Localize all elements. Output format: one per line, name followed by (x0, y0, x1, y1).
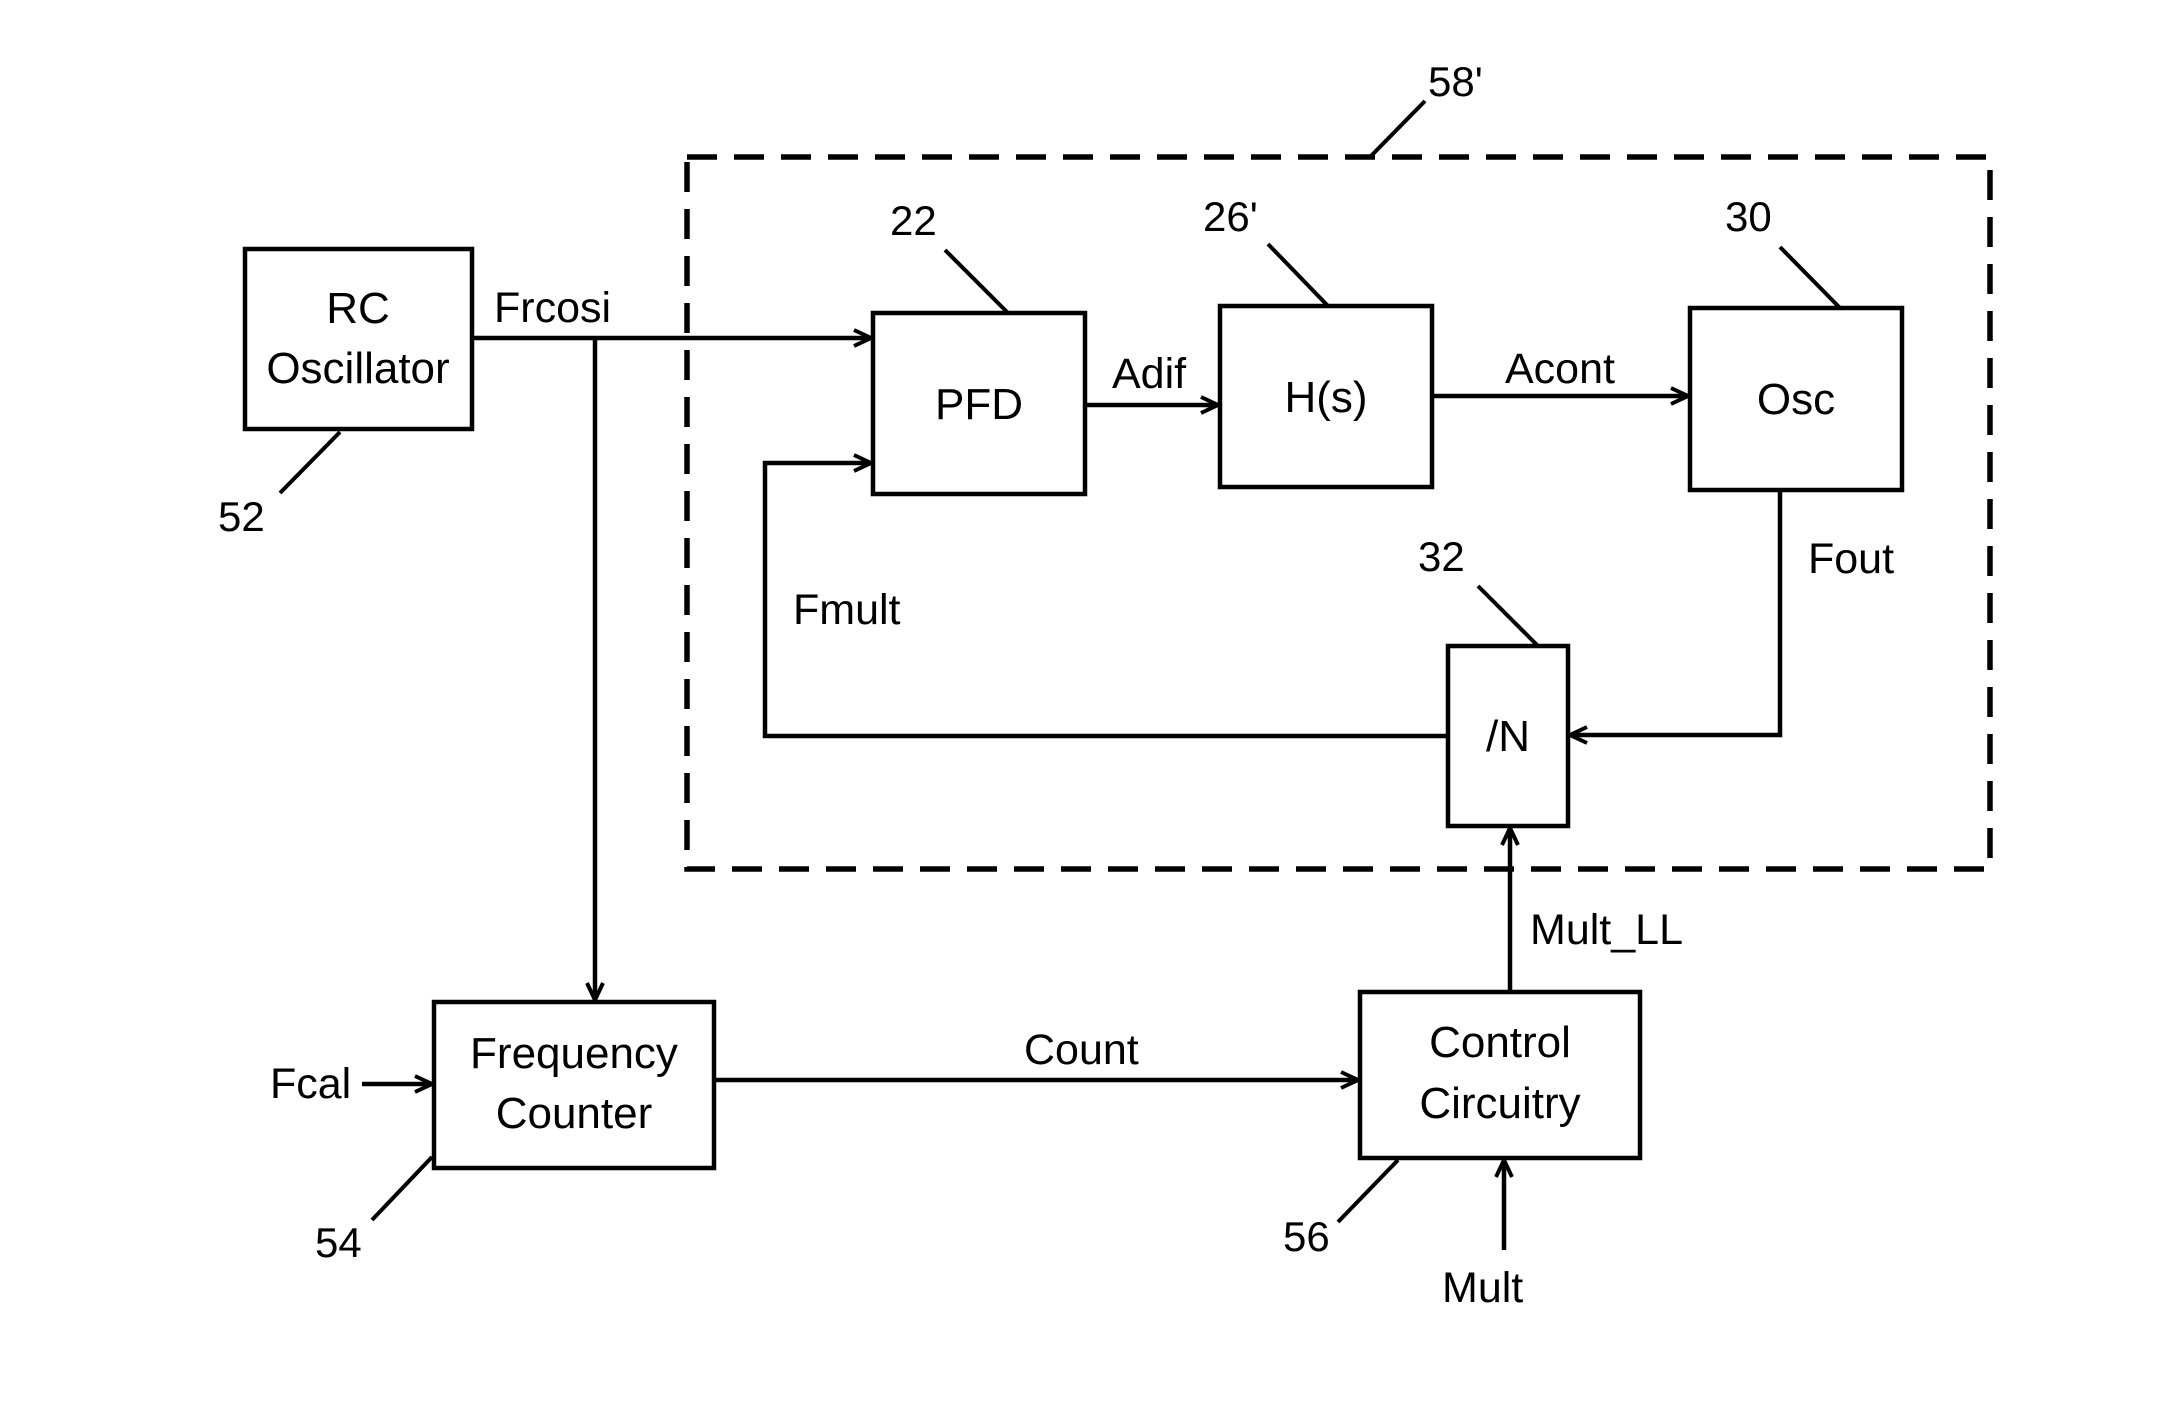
signal-fmult-label: Fmult (793, 586, 901, 634)
filter-label: H(s) (1284, 373, 1367, 422)
osc-leader (1780, 247, 1840, 308)
signal-acont-label: Acont (1505, 345, 1615, 393)
signal-count-label: Count (1024, 1026, 1139, 1074)
signal-mult-ll-label: Mult_LL (1530, 906, 1683, 954)
rc-oscillator-block (245, 249, 472, 429)
frequency-counter-block (434, 1002, 714, 1168)
pfd-ref: 22 (890, 197, 937, 244)
signal-fout-label: Fout (1808, 535, 1894, 583)
frequency-counter-label-line1: Frequency (470, 1029, 678, 1078)
pfd-label: PFD (935, 380, 1023, 429)
control-circuitry-block (1360, 992, 1640, 1158)
signal-mult-label: Mult (1442, 1264, 1523, 1312)
frequency-counter-label-line2: Counter (496, 1089, 653, 1138)
rc-oscillator-label-line2: Oscillator (266, 344, 449, 393)
filter-ref: 26' (1203, 193, 1258, 240)
control-circuitry-ref: 56 (1283, 1213, 1330, 1260)
rc-oscillator-ref: 52 (218, 493, 265, 540)
frequency-counter-ref: 54 (315, 1219, 362, 1266)
pll-group-ref: 58' (1428, 58, 1483, 105)
control-circuitry-leader (1338, 1160, 1398, 1222)
signal-adif-label: Adif (1112, 350, 1187, 398)
osc-label: Osc (1757, 375, 1835, 424)
control-circuitry-label-line2: Circuitry (1419, 1079, 1580, 1128)
pll-group-leader (1370, 101, 1425, 157)
signal-fcal-label: Fcal (270, 1060, 351, 1108)
frequency-counter-leader (372, 1157, 432, 1220)
divider-leader (1478, 586, 1538, 646)
wire-fout-feedback (1570, 490, 1780, 735)
control-circuitry-label-line1: Control (1429, 1018, 1571, 1067)
osc-ref: 30 (1725, 193, 1772, 240)
divider-ref: 32 (1418, 533, 1465, 580)
rc-oscillator-leader (280, 432, 340, 493)
divider-label: /N (1486, 712, 1530, 761)
rc-oscillator-label-line1: RC (326, 284, 390, 333)
pfd-leader (945, 250, 1008, 313)
filter-leader (1268, 244, 1328, 306)
signal-frcosi-label: Frcosi (494, 284, 611, 332)
